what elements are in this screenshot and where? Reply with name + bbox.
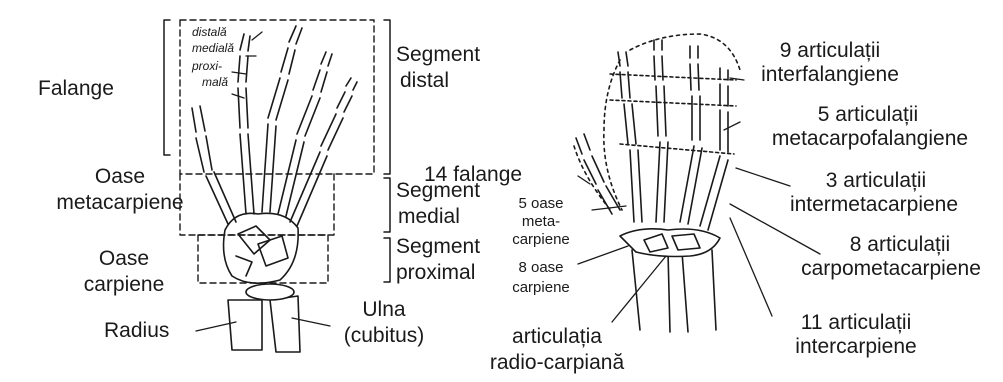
label-oase-carpiene-1: Oase: [78, 248, 170, 270]
label-3-articulatii: 3 articulații: [774, 170, 978, 192]
label-falange: Falange: [38, 78, 114, 100]
label-interfalangiene: interfalangiene: [738, 64, 922, 86]
right-hand-skeleton: [574, 34, 740, 332]
label-segment-distal-2: distal: [400, 70, 449, 92]
label-8-articulatii: 8 articulații: [800, 234, 1000, 256]
label-segment-proximal-1: Segment: [396, 236, 480, 258]
label-carpiene-carp: carpiene: [506, 280, 576, 296]
label-5-oase: 5 oase: [510, 196, 572, 212]
label-ulna: Ulna: [328, 299, 440, 321]
label-mediala: medială: [192, 42, 234, 55]
label-intercarpiene: intercarpiene: [770, 336, 942, 358]
label-meta: meta-: [510, 214, 572, 230]
label-articulatia: articulația: [492, 326, 622, 348]
label-segment-proximal-2: proximal: [396, 262, 475, 284]
label-segment-distal-1: Segment: [396, 44, 480, 66]
label-8-oase: 8 oase: [506, 260, 576, 276]
label-9-articulatii: 9 articulații: [744, 40, 916, 62]
label-14-falange: 14 falange: [424, 164, 522, 186]
label-oase-metacarpiene-2: metacarpiene: [55, 192, 185, 214]
label-oase-metacarpiene-1: Oase: [55, 166, 185, 188]
label-11-articulatii: 11 articulații: [770, 312, 942, 334]
label-distala: distală: [192, 26, 227, 39]
label-radio-carpiana: radio-carpiană: [482, 352, 632, 374]
label-proximala-2: mală: [202, 76, 228, 89]
label-5-articulatii: 5 articulații: [754, 104, 982, 126]
label-cubitus: (cubitus): [328, 325, 440, 347]
label-proximala-1: proxi-: [192, 60, 222, 73]
label-carpometacarpiene: carpometacarpiene: [780, 258, 1002, 280]
label-intermetacarpiene: intermetacarpiene: [766, 194, 982, 216]
label-carpiene-meta: carpiene: [506, 232, 576, 248]
label-oase-carpiene-2: carpiene: [78, 274, 170, 296]
label-radius: Radius: [104, 320, 169, 342]
label-metacarpofalangiene: metacarpofalangiene: [754, 128, 986, 150]
label-segment-medial-2: medial: [398, 206, 460, 228]
